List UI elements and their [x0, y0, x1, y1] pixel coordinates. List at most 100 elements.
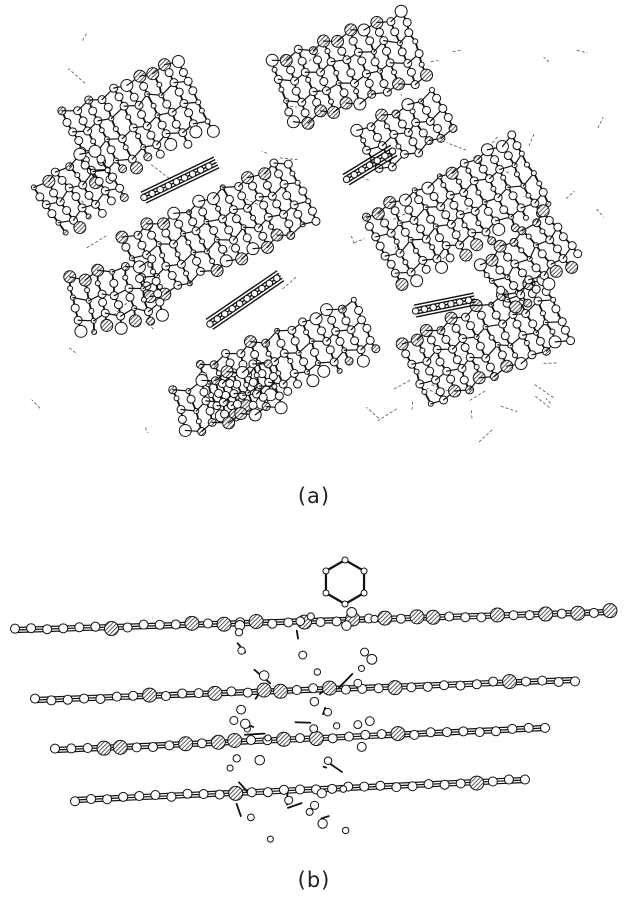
atom — [317, 364, 331, 378]
atom — [523, 161, 530, 168]
atom — [70, 303, 80, 313]
atom — [418, 61, 425, 68]
atom — [199, 238, 206, 245]
atom — [322, 567, 330, 575]
hydrogen-bond — [150, 164, 171, 180]
atom — [208, 392, 215, 399]
atom — [258, 231, 268, 241]
bond — [212, 280, 285, 330]
atom — [232, 754, 241, 763]
atom — [155, 149, 165, 159]
atom — [237, 191, 247, 201]
hatched-atom — [509, 300, 523, 314]
atom — [503, 151, 513, 161]
atom — [197, 738, 207, 749]
atom — [518, 247, 525, 254]
atom — [570, 676, 580, 687]
hatched-atom — [248, 614, 264, 630]
atom — [552, 244, 562, 254]
atom — [310, 347, 320, 357]
atom — [540, 722, 550, 733]
atom — [388, 147, 397, 155]
atom — [466, 321, 476, 331]
atom — [242, 687, 253, 698]
atom — [313, 668, 322, 676]
hydrogen-bond — [354, 238, 365, 244]
hatched-atom — [470, 238, 484, 252]
atom — [495, 265, 505, 275]
hydrogen-bond — [478, 429, 493, 443]
atom — [464, 296, 473, 304]
atom — [356, 354, 370, 368]
atom — [291, 86, 301, 96]
atom — [434, 233, 444, 243]
atom — [402, 17, 412, 27]
hatched-atom — [130, 161, 144, 175]
hydrogen-bond — [470, 408, 473, 419]
atom — [259, 200, 269, 210]
atom — [183, 76, 193, 86]
hatched-atom — [119, 192, 129, 202]
atom — [294, 179, 301, 186]
hatched-atom — [545, 200, 552, 207]
atom — [553, 222, 563, 232]
hatched-atom — [459, 248, 473, 262]
atom — [319, 77, 329, 87]
atom — [289, 170, 296, 177]
atom — [341, 600, 349, 608]
atom — [508, 281, 518, 291]
hatched-atom — [549, 264, 563, 278]
atom — [535, 336, 545, 346]
atom — [98, 297, 108, 307]
atom — [426, 214, 436, 224]
atom — [115, 183, 125, 193]
atom — [234, 628, 244, 637]
hydrogen-bond — [393, 379, 412, 390]
hydrogen-bond — [430, 383, 449, 392]
hatched-atom — [344, 356, 354, 366]
bond — [348, 155, 398, 186]
atom — [188, 170, 197, 178]
bond — [141, 159, 216, 196]
atom — [235, 299, 244, 308]
atom — [410, 274, 424, 288]
hatched-atom — [565, 260, 579, 274]
atom — [125, 292, 135, 302]
atom — [473, 363, 480, 370]
atom — [364, 78, 374, 88]
hatched-atom — [308, 731, 324, 747]
atom — [147, 254, 157, 264]
atom — [46, 695, 57, 706]
atom — [483, 272, 490, 279]
atom — [88, 106, 98, 116]
atom — [523, 340, 530, 347]
atom — [209, 258, 216, 265]
atom — [444, 611, 455, 622]
atom — [109, 278, 119, 288]
atom — [271, 383, 278, 390]
hydrogen-bond — [535, 395, 552, 409]
hatched-atom — [420, 68, 434, 82]
atom — [380, 218, 390, 228]
atom — [10, 623, 20, 634]
bond — [287, 802, 303, 809]
atom — [221, 310, 229, 318]
atom — [284, 219, 294, 229]
atom — [62, 694, 73, 705]
atom — [423, 779, 434, 790]
atom — [248, 181, 258, 191]
hydrogen-bond — [377, 408, 397, 422]
atom — [265, 350, 272, 357]
atom — [164, 740, 175, 751]
atom — [274, 169, 284, 179]
hatched-atom — [142, 687, 158, 703]
atom — [429, 192, 439, 202]
atom — [337, 46, 347, 56]
atom — [228, 305, 236, 313]
atom — [293, 379, 303, 389]
bond — [324, 558, 347, 573]
atom — [386, 259, 396, 269]
atom — [435, 387, 445, 397]
atom — [167, 270, 177, 280]
atom — [150, 790, 161, 801]
